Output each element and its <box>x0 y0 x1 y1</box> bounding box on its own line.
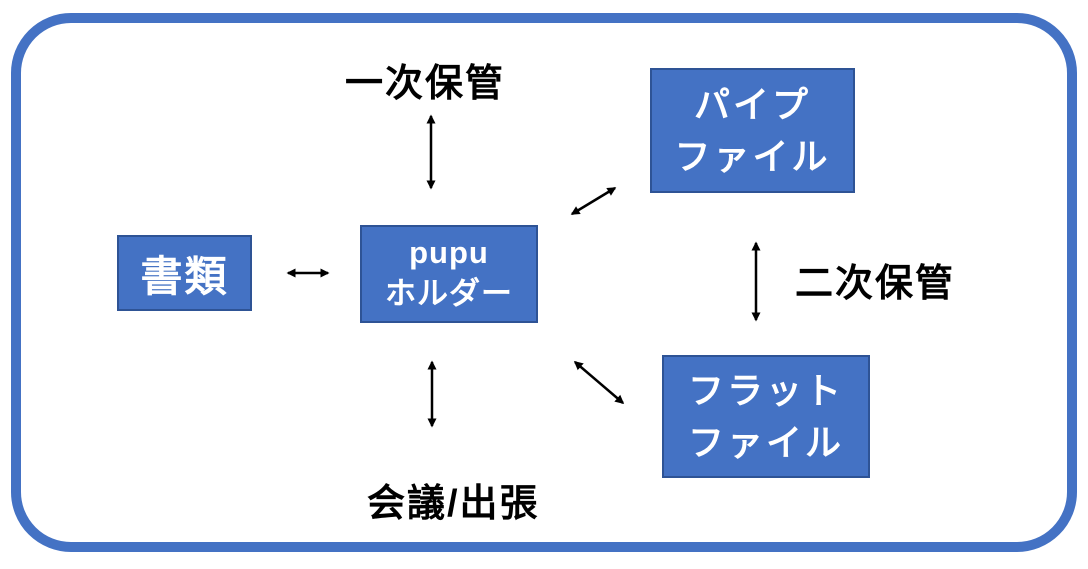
rounded-border-frame <box>11 13 1077 552</box>
node-documents-label: 書類 <box>140 252 229 300</box>
node-pupu-holder-line1: pupu <box>409 235 489 271</box>
node-flat-file: フラット ファイル <box>662 355 870 478</box>
node-pipe-file: パイプ ファイル <box>650 68 855 193</box>
arrow-pupu-flat-file <box>573 361 625 404</box>
node-documents: 書類 <box>117 235 252 311</box>
node-pipe-file-line1: パイプ <box>693 84 811 126</box>
node-flat-file-line2: ファイル <box>687 421 844 463</box>
label-primary-storage: 一次保管 <box>345 63 506 105</box>
node-pipe-file-line2: ファイル <box>674 135 831 177</box>
node-flat-file-line1: フラット <box>687 370 844 412</box>
node-pupu-holder-line2: ホルダー <box>385 276 513 311</box>
node-pupu-holder: pupu ホルダー <box>360 225 538 323</box>
label-meeting-business-trip: 会議/出張 <box>367 483 540 525</box>
arrow-pupu-pipe-file <box>570 186 617 216</box>
label-secondary-storage: 二次保管 <box>795 263 956 305</box>
